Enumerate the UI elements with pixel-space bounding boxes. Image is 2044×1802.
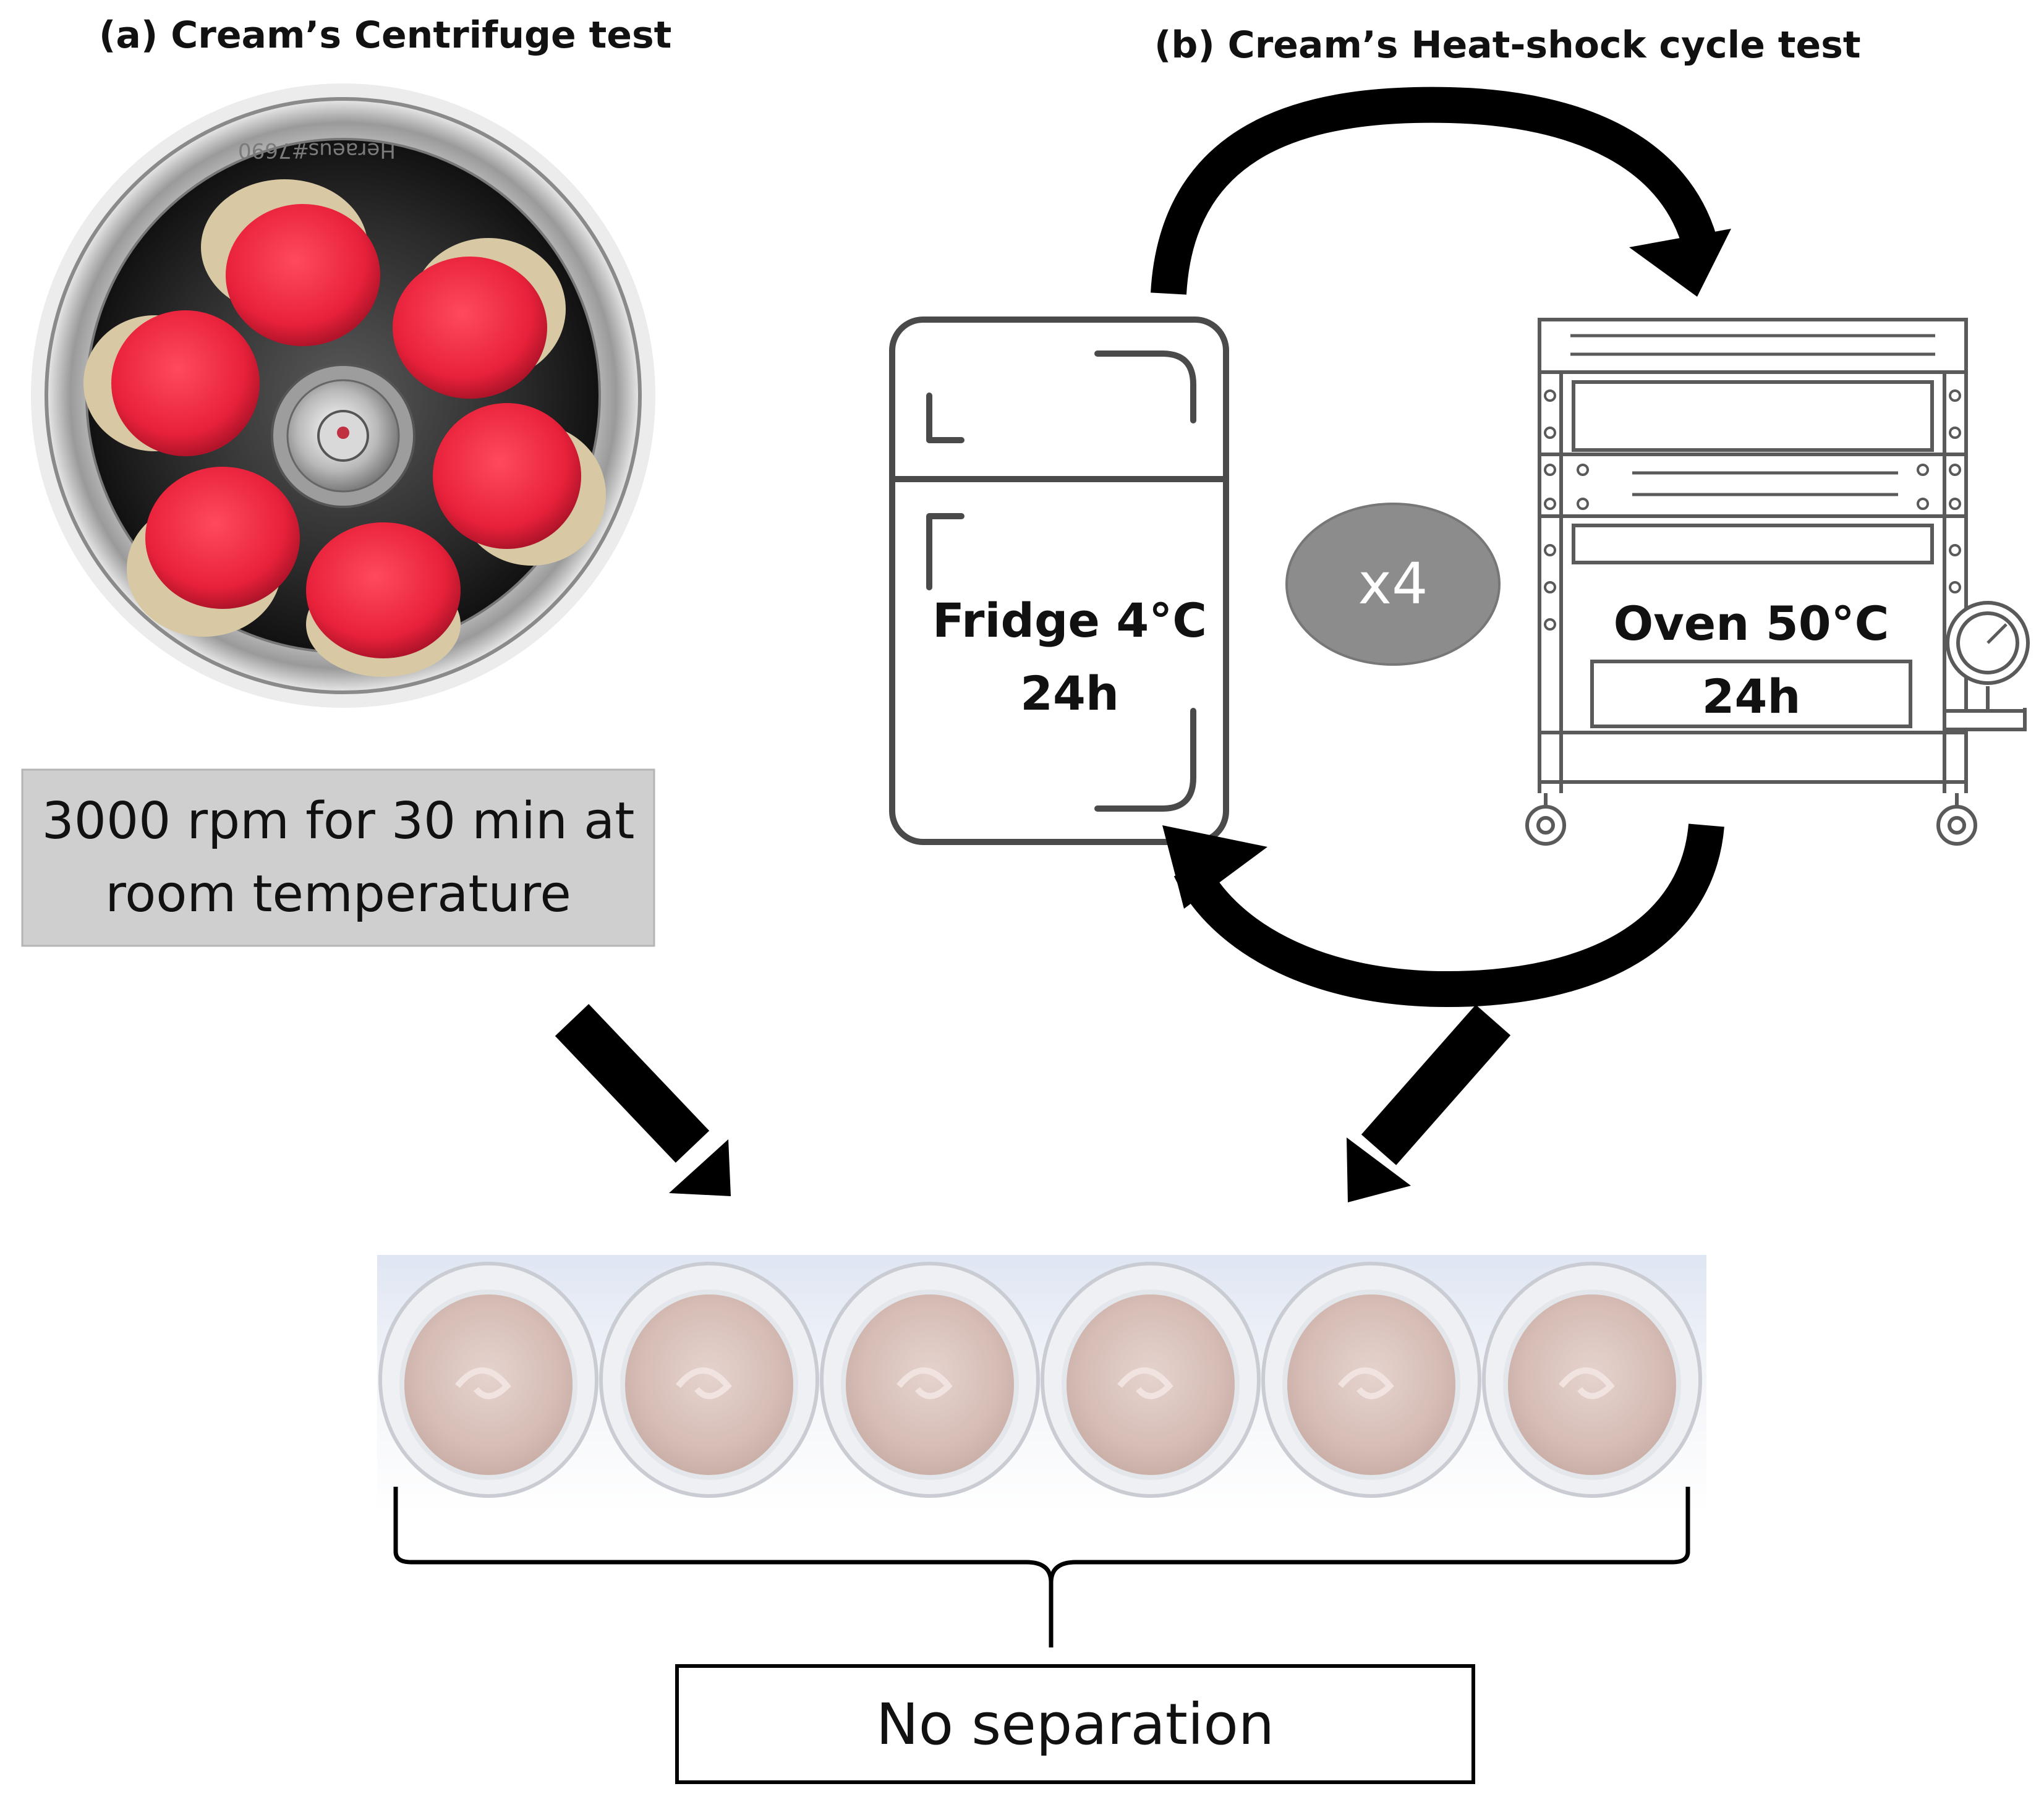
oven-icon — [1525, 318, 2030, 846]
tube-1 — [201, 179, 380, 346]
tube-3 — [83, 310, 260, 456]
cream-jar — [820, 1262, 1040, 1498]
condition-box — [21, 768, 655, 947]
tube-cap — [393, 257, 547, 399]
cream-samples-photo — [377, 1255, 1706, 1515]
cycle-arrow-top — [1151, 87, 1731, 297]
tube-cap — [145, 467, 300, 609]
result-label: No separation — [875, 1691, 1275, 1757]
tube-cap — [226, 204, 380, 346]
rotor-engraving-brand: Heraeus — [309, 138, 396, 163]
tube-2 — [393, 238, 566, 399]
panel-b-title: (b) Cream’s Heat-shock cycle test — [1154, 23, 1861, 67]
tube-5 — [127, 467, 300, 637]
tube-cap — [306, 522, 461, 658]
tube-6 — [306, 522, 461, 677]
condition-line-2: room temperature — [105, 865, 571, 924]
cream-jar — [1261, 1262, 1481, 1498]
cream-jars — [378, 1262, 1702, 1498]
condition-text: 3000 rpm for 30 min at room temperature — [22, 785, 654, 931]
oven-temperature: Oven 50°C — [1613, 596, 1889, 651]
cream-jar — [378, 1262, 598, 1498]
fridge-label: Fridge 4°C 24h — [921, 584, 1218, 730]
fridge-temperature: Fridge 4°C — [932, 593, 1207, 648]
condition-line-1: 3000 rpm for 30 min at — [41, 792, 635, 851]
cream-jar — [1041, 1262, 1261, 1498]
tube-cap — [111, 310, 260, 456]
fridge-icon — [889, 317, 1229, 845]
centrifuge-photo: Heraeus #7690 — [31, 83, 655, 708]
cycle-arrow-bottom — [1162, 823, 1724, 1008]
fridge-duration: 24h — [1020, 666, 1119, 721]
tube-cap — [433, 403, 581, 549]
bracket-brace — [393, 1487, 1690, 1647]
rotor-hub-pin — [337, 427, 349, 439]
tube-4 — [433, 403, 606, 566]
arrow-to-result-right — [1347, 1005, 1511, 1202]
result-box — [675, 1664, 1475, 1784]
arrow-to-result-left — [555, 1004, 731, 1196]
cycle-count-ellipse — [1285, 503, 1501, 666]
panel-a-title: (a) Cream’s Centrifuge test — [99, 14, 672, 57]
cream-jar — [599, 1262, 819, 1498]
oven-duration: 24h — [1701, 669, 1801, 724]
cycle-count: x4 — [1358, 551, 1428, 617]
cream-jar — [1482, 1262, 1702, 1498]
rotor-engraving-number: #7690 — [238, 138, 309, 163]
oven-label: Oven 50°C 24h — [1592, 587, 1910, 733]
